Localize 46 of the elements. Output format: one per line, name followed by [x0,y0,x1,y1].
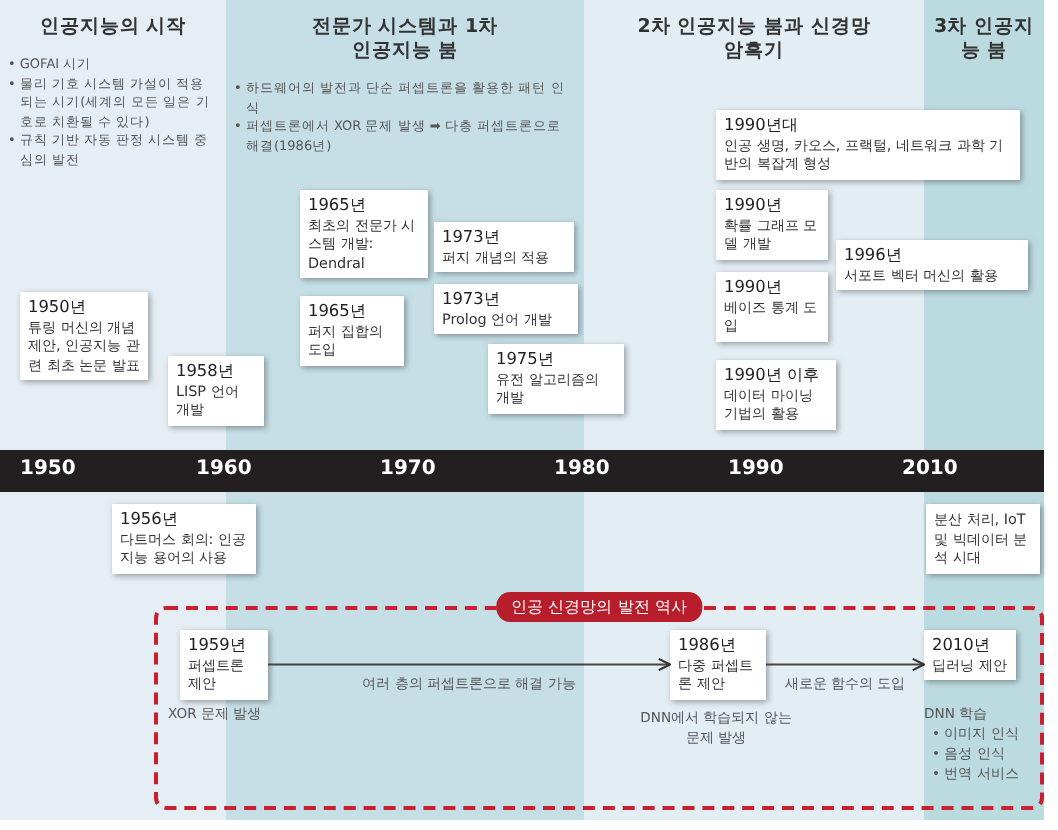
event-card [20,292,148,380]
title-tag: 인공 신경망의 발전 역사 [495,592,703,622]
event-card [716,272,828,341]
year-text: 1990년 [724,278,784,297]
year-text: 1956년 [120,510,180,529]
event-card [716,190,828,259]
year-tick-label: 1980 [554,458,610,480]
event-card [924,630,1016,680]
year-text: 1965년 [308,302,368,321]
arrow [267,657,672,672]
year-text: 1990년 [724,196,784,215]
era-heading: 인공지능의 시작 [37,16,189,40]
era-heading: 3차 인공지능 붐 [932,16,1036,64]
year-text: 1959년 [188,636,248,655]
year-text: 1986년 [678,636,738,655]
year-tick-label: 1960 [196,458,252,480]
year-tick-label: 1990 [728,458,784,480]
event-card [168,356,264,425]
event-card [300,296,404,365]
year-tick-label: 1970 [380,458,436,480]
year-text: 1973년 [442,290,502,309]
event-card [836,240,1028,290]
year-text: 1950년 [28,298,88,317]
year-text: 2010년 [932,636,992,655]
event-card [434,284,578,334]
event-card [716,110,1020,179]
event-card [716,360,836,429]
year-tick-label: 2010 [902,458,958,480]
year-tick-label: 1950 [20,458,76,480]
event-card [180,630,268,699]
event-card [488,344,624,413]
year-text: 1973년 [442,228,502,247]
year-text: 1990년대 [724,116,800,135]
event-card [926,504,1040,573]
event-card [300,190,428,278]
arrow [765,657,926,672]
year-text: 1975년 [496,350,556,369]
event-card [434,222,574,272]
era-heading: 전문가 시스템과 1차 인공지능 붐 [309,16,501,64]
event-card [670,630,766,699]
year-text: 1996년 [844,246,904,265]
era-heading: 2차 인공지능 붐과 신경망 암흑기 [635,16,873,64]
event-card [112,504,256,573]
year-text: 1965년 [308,196,368,215]
year-text: 1958년 [176,362,236,381]
year-text: 1990년 이후 [724,366,821,385]
